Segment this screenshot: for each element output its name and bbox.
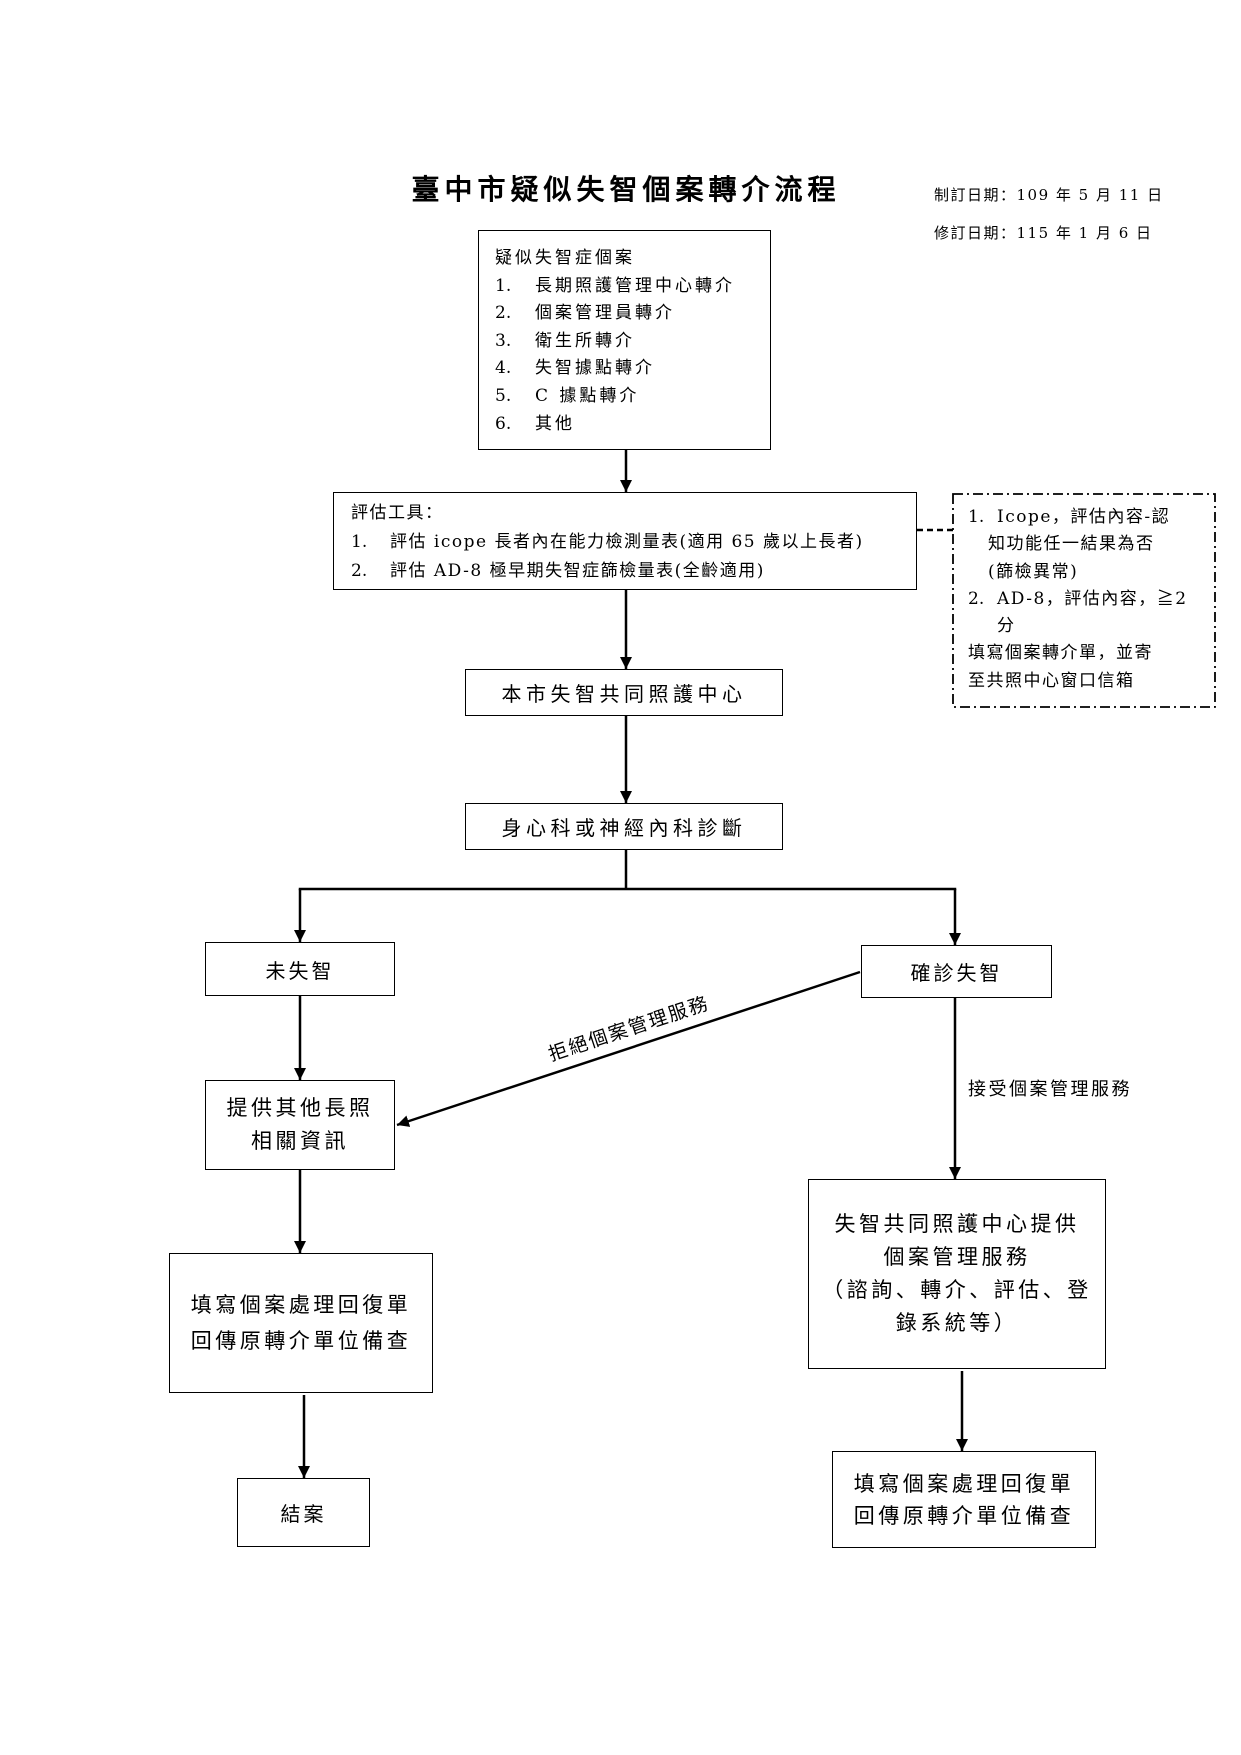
node-label-line: 失智共同照護中心提供: [834, 1212, 1080, 1236]
edge-label-accept: 接受個案管理服務: [968, 1079, 1132, 1100]
item-number: 1.: [351, 532, 368, 552]
node-label-line: 相關資訊: [251, 1129, 349, 1153]
item-text: 衛生所轉介: [535, 330, 635, 351]
item-number: 1.: [968, 507, 985, 527]
node-diagnosis: 身心科或神經內科診斷: [465, 803, 783, 850]
list-item: 4. 失智據點轉介: [495, 355, 770, 383]
node-referral-criteria-note: 1. Icope，評估內容-認 知功能任一結果為否 (篩檢異常) 2. AD-8，評…: [953, 494, 1215, 707]
node-label: 未失智: [265, 958, 335, 983]
list-item: 1. 長期照護管理中心轉介: [495, 273, 770, 301]
note-text: 填寫個案轉介單，並寄: [968, 643, 1153, 664]
node-label-line: 錄系統等）: [895, 1311, 1019, 1335]
list-item: 5. C 據點轉介: [495, 383, 770, 411]
item-number: 1.: [495, 275, 512, 296]
item-text: AD-8，評估內容，≧2: [997, 588, 1188, 609]
created-date: 制訂日期：109 年 5 月 11 日: [934, 186, 1164, 204]
item-text: C 據點轉介: [535, 385, 640, 406]
node-label-line: 個案管理服務: [883, 1245, 1031, 1269]
list-item: 6. 其他: [495, 411, 770, 439]
item-number: 6.: [495, 413, 512, 434]
edge-label-decline: 拒絕個案管理服務: [545, 992, 713, 1066]
item-number: 3.: [495, 330, 512, 351]
list-item: 3. 衛生所轉介: [495, 328, 770, 356]
item-text: 個案管理員轉介: [535, 303, 675, 324]
node-label: 結案: [280, 1502, 327, 1526]
item-text: 評估 icope 長者內在能力檢測量表(適用 65 歲以上長者): [390, 532, 864, 552]
node-label-line: 回傳原轉介單位備查: [853, 1503, 1075, 1528]
list-item: 1. 評估 icope 長者內在能力檢測量表(適用 65 歲以上長者): [351, 528, 916, 557]
item-text-continued: 知功能任一結果為否: [988, 534, 1155, 555]
item-number: 2.: [351, 561, 368, 581]
item-number: 5.: [495, 385, 512, 406]
node-label-line: 回傳原轉介單位備查: [190, 1329, 412, 1353]
list-item: 2. 評估 AD-8 極早期失智症篩檢量表(全齡適用): [351, 557, 916, 586]
item-text: 其他: [535, 413, 575, 434]
item-text-continued: (篩檢異常): [988, 561, 1079, 582]
note-text: 至共照中心窗口信箱: [968, 670, 1135, 691]
node-heading: 評估工具：: [351, 503, 444, 523]
node-label-line: 填寫個案處理回復單: [853, 1471, 1075, 1496]
node-assessment-tools: 評估工具： 1. 評估 icope 長者內在能力檢測量表(適用 65 歲以上長者)…: [333, 492, 917, 590]
node-label-line: 填寫個案處理回復單: [190, 1293, 412, 1317]
node-heading: 疑似失智症個案: [495, 248, 635, 268]
node-case-closed: 結案: [237, 1478, 370, 1547]
item-text: 長期照護管理中心轉介: [535, 275, 735, 296]
arrow-decline-to-other-info: [396, 970, 861, 1127]
node-case-management: 失智共同照護中心提供 個案管理服務 （諮詢、轉介、評估、登 錄系統等）: [808, 1179, 1106, 1369]
node-no-dementia: 未失智: [205, 942, 395, 996]
item-text: 評估 AD-8 極早期失智症篩檢量表(全齡適用): [390, 561, 765, 581]
item-text-continued: 分: [997, 616, 1016, 637]
item-number: 2.: [495, 303, 512, 324]
node-other-ltc-info: 提供其他長照 相關資訊: [205, 1080, 395, 1170]
node-label: 身心科或神經內科診斷: [501, 816, 747, 840]
node-label-line: （諮詢、轉介、評估、登: [822, 1278, 1092, 1302]
node-care-center: 本市失智共同照護中心: [465, 669, 783, 716]
node-label: 確診失智: [910, 961, 1003, 985]
node-reply-form-right: 填寫個案處理回復單 回傳原轉介單位備查: [832, 1451, 1096, 1548]
list-item: 2. 個案管理員轉介: [495, 300, 770, 328]
list-item: 1. Icope，評估內容-認: [968, 504, 1215, 531]
list-item: 2. AD-8，評估內容，≧2: [968, 586, 1215, 613]
item-number: 2.: [968, 588, 985, 609]
item-number: 4.: [495, 358, 512, 379]
node-dementia-confirmed: 確診失智: [861, 945, 1052, 998]
node-suspected-case-sources: 疑似失智症個案 1. 長期照護管理中心轉介 2. 個案管理員轉介 3. 衛生所轉介 4…: [478, 230, 771, 450]
node-reply-form-left: 填寫個案處理回復單 回傳原轉介單位備查: [169, 1253, 433, 1393]
node-label: 本市失智共同照護中心: [501, 682, 747, 706]
page-title: 臺中市疑似失智個案轉介流程: [411, 173, 841, 206]
item-text: 失智據點轉介: [535, 358, 655, 379]
node-label-line: 提供其他長照: [226, 1096, 374, 1120]
revised-date: 修訂日期：115 年 1 月 6 日: [934, 224, 1153, 242]
item-text: Icope，評估內容-認: [997, 507, 1171, 527]
